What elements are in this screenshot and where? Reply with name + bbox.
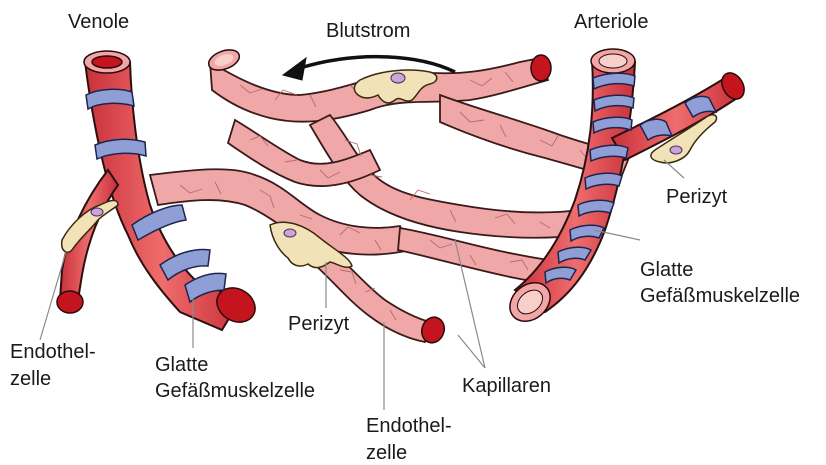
label-glatte-right-2: Gefäßmuskelzelle bbox=[640, 285, 800, 307]
label-blutstrom: Blutstrom bbox=[326, 20, 410, 42]
label-endothel-center-1: Endothel- bbox=[366, 415, 452, 437]
label-kapillaren: Kapillaren bbox=[462, 375, 551, 397]
capillary-end-top-right bbox=[531, 55, 551, 81]
label-glatte-left-2: Gefäßmuskelzelle bbox=[155, 380, 315, 402]
label-endothel-left-1: Endothel- bbox=[10, 341, 96, 363]
label-glatte-left-1: Glatte bbox=[155, 354, 208, 376]
leader-perizyt-right bbox=[664, 160, 684, 178]
label-endothel-left-2: zelle bbox=[10, 368, 51, 390]
label-glatte-right-1: Glatte bbox=[640, 259, 693, 281]
label-perizyt-center: Perizyt bbox=[288, 313, 350, 335]
label-perizyt-right: Perizyt bbox=[666, 186, 728, 208]
label-arteriole: Arteriole bbox=[574, 11, 648, 33]
label-endothel-center-2: zelle bbox=[366, 442, 407, 464]
label-venole: Venole bbox=[68, 11, 129, 33]
